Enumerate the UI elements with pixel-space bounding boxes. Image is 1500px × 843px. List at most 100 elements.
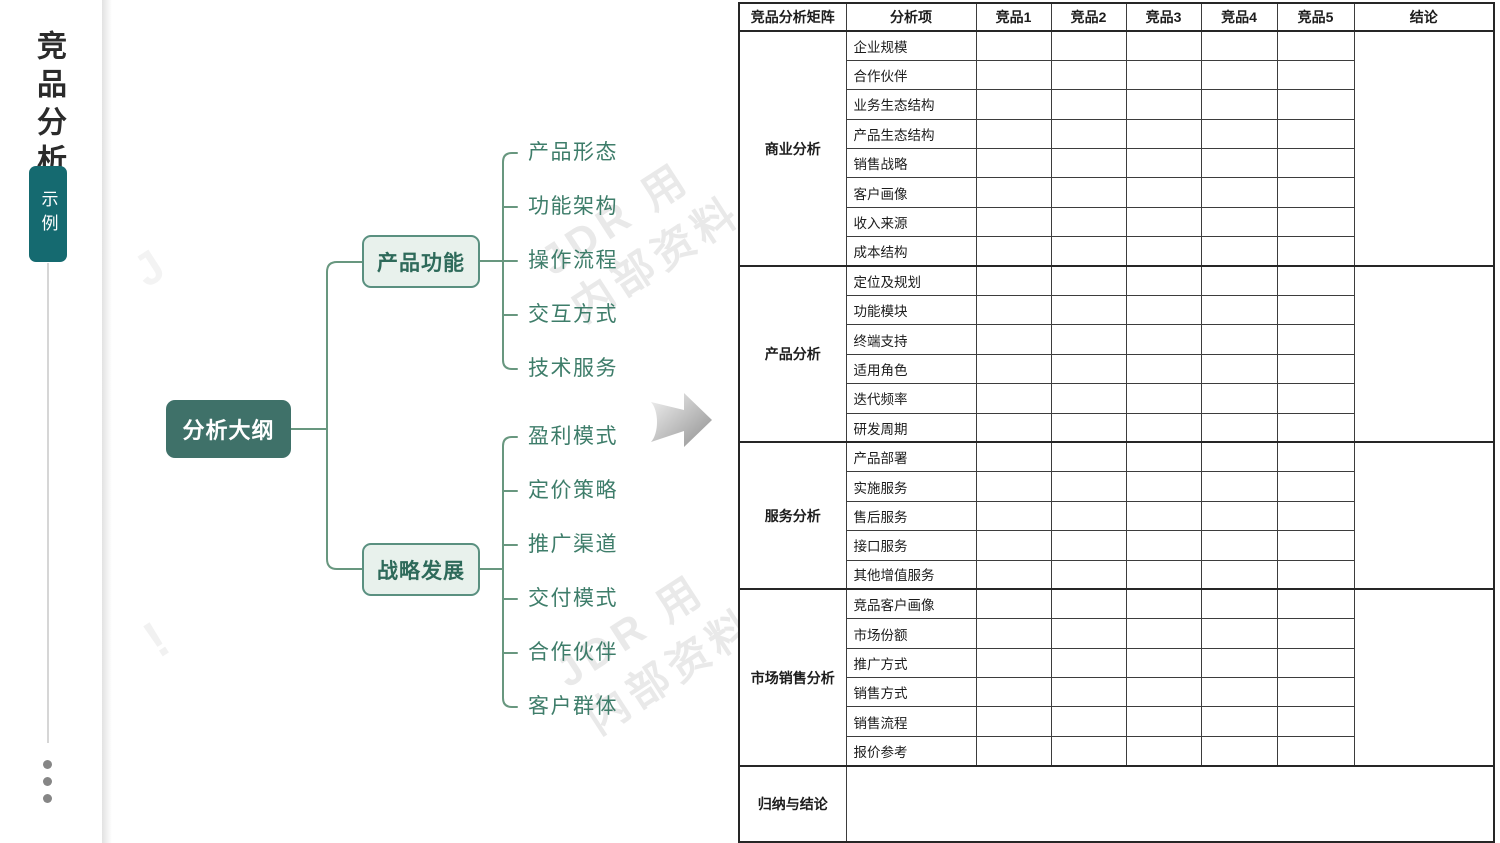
matrix-value-cell — [1276, 471, 1355, 502]
example-badge: 示例 — [29, 166, 67, 262]
matrix-value-cell — [1050, 706, 1127, 737]
matrix-value-cell — [975, 29, 1052, 61]
matrix-value-cell — [975, 236, 1052, 267]
matrix-value-cell — [1050, 59, 1127, 91]
matrix-item-cell: 售后服务 — [845, 500, 977, 532]
matrix-value-cell — [975, 148, 1052, 179]
mindmap-leaf: 技术服务 — [528, 357, 618, 380]
matrix-item-cell: 销售战略 — [845, 148, 977, 179]
column-header-competitor-1: 竞品1 — [975, 2, 1052, 32]
matrix-value-cell — [975, 530, 1052, 561]
pagination-dot — [43, 794, 52, 803]
analysis-matrix: 竞品分析矩阵 分析项 竞品1 竞品2 竞品3 竞品4 竞品5 结论 商业分析企业… — [738, 2, 1495, 843]
matrix-value-cell — [1276, 441, 1355, 473]
matrix-value-cell — [1050, 383, 1127, 414]
matrix-value-cell — [1276, 677, 1355, 708]
matrix-item-cell: 合作伙伴 — [845, 59, 977, 91]
matrix-value-cell — [975, 89, 1052, 120]
matrix-header-row: 竞品分析矩阵 分析项 竞品1 竞品2 竞品3 竞品4 竞品5 结论 — [738, 2, 1495, 32]
matrix-item-cell: 市场份额 — [845, 618, 977, 649]
matrix-value-cell — [1200, 677, 1278, 708]
matrix-value-cell — [975, 471, 1052, 502]
matrix-value-cell — [1050, 441, 1127, 473]
matrix-group-cell: 服务分析 — [738, 441, 847, 590]
matrix-value-cell — [1050, 471, 1127, 502]
matrix-row: 市场份额 — [739, 618, 1494, 649]
matrix-item-cell: 报价参考 — [845, 735, 977, 767]
matrix-value-cell — [1200, 236, 1278, 267]
matrix-value-cell — [1276, 324, 1355, 355]
matrix-item-cell: 迭代频率 — [845, 383, 977, 414]
matrix-value-cell — [1050, 500, 1127, 532]
matrix-value-cell — [1050, 295, 1127, 326]
matrix-value-cell — [1125, 118, 1202, 150]
matrix-value-cell — [1200, 295, 1278, 326]
example-badge-label: 示例 — [38, 190, 58, 238]
matrix-value-cell — [1276, 530, 1355, 561]
matrix-value-cell — [1276, 353, 1355, 385]
matrix-row: 业务生态结构 — [739, 89, 1494, 120]
matrix-value-cell — [1125, 236, 1202, 267]
matrix-item-cell: 客户画像 — [845, 177, 977, 208]
matrix-row: 其他增值服务 — [739, 559, 1494, 590]
mindmap-leaf: 操作流程 — [528, 249, 618, 272]
matrix-value-cell — [1050, 265, 1127, 297]
matrix-row: 功能模块 — [739, 295, 1494, 326]
matrix-value-cell — [1125, 206, 1202, 238]
matrix-value-cell — [1276, 383, 1355, 414]
matrix-value-cell — [975, 59, 1052, 91]
matrix-value-cell — [1125, 471, 1202, 502]
matrix-row: 成本结构 — [739, 236, 1494, 267]
matrix-value-cell — [975, 383, 1052, 414]
matrix-value-cell — [1125, 588, 1202, 620]
matrix-value-cell — [1125, 295, 1202, 326]
watermark-fragment: J — [123, 239, 174, 297]
matrix-group-cell: 产品分析 — [738, 265, 847, 443]
matrix-row: 实施服务 — [739, 471, 1494, 502]
watermark-fragment: ! — [133, 610, 180, 670]
matrix-value-cell — [1125, 89, 1202, 120]
matrix-item-cell: 产品生态结构 — [845, 118, 977, 150]
matrix-row: 销售方式 — [739, 677, 1494, 708]
matrix-value-cell — [1276, 148, 1355, 179]
matrix-group-cell: 市场销售分析 — [738, 588, 847, 767]
mindmap-leaf: 功能架构 — [528, 195, 618, 218]
matrix-conclusion-cell — [1353, 441, 1495, 590]
matrix-value-cell — [1200, 618, 1278, 649]
pagination-dot — [43, 760, 52, 769]
matrix-value-cell — [1125, 706, 1202, 737]
matrix-row: 合作伙伴 — [739, 59, 1494, 91]
matrix-item-cell: 竞品客户画像 — [845, 588, 977, 620]
sidebar-vertical-line — [47, 263, 49, 743]
matrix-value-cell — [1125, 618, 1202, 649]
mindmap-branch-product-features: 产品功能 — [362, 235, 480, 288]
matrix-value-cell — [1050, 177, 1127, 208]
matrix-item-cell: 适用角色 — [845, 353, 977, 385]
matrix-item-cell: 终端支持 — [845, 324, 977, 355]
matrix-value-cell — [1200, 383, 1278, 414]
matrix-value-cell — [1276, 118, 1355, 150]
matrix-value-cell — [1276, 177, 1355, 208]
matrix-value-cell — [1200, 471, 1278, 502]
matrix-value-cell — [1276, 295, 1355, 326]
matrix-item-cell: 销售方式 — [845, 677, 977, 708]
matrix-value-cell — [1276, 618, 1355, 649]
matrix-value-cell — [1050, 412, 1127, 443]
matrix-group-cell: 商业分析 — [738, 29, 847, 267]
matrix-value-cell — [975, 559, 1052, 590]
matrix-item-cell: 接口服务 — [845, 530, 977, 561]
matrix-value-cell — [1125, 412, 1202, 443]
matrix-value-cell — [1125, 59, 1202, 91]
matrix-value-cell — [1125, 148, 1202, 179]
matrix-value-cell — [1276, 588, 1355, 620]
matrix-value-cell — [975, 441, 1052, 473]
matrix-conclusion-cell — [1353, 265, 1495, 443]
matrix-item-cell: 其他增值服务 — [845, 559, 977, 590]
matrix-row: 适用角色 — [739, 353, 1494, 385]
matrix-value-cell — [1125, 353, 1202, 385]
matrix-value-cell — [1200, 441, 1278, 473]
matrix-value-cell — [1276, 236, 1355, 267]
matrix-value-cell — [1200, 559, 1278, 590]
matrix-row: 产品生态结构 — [739, 118, 1494, 150]
mindmap-leaf: 客户群体 — [528, 695, 618, 718]
